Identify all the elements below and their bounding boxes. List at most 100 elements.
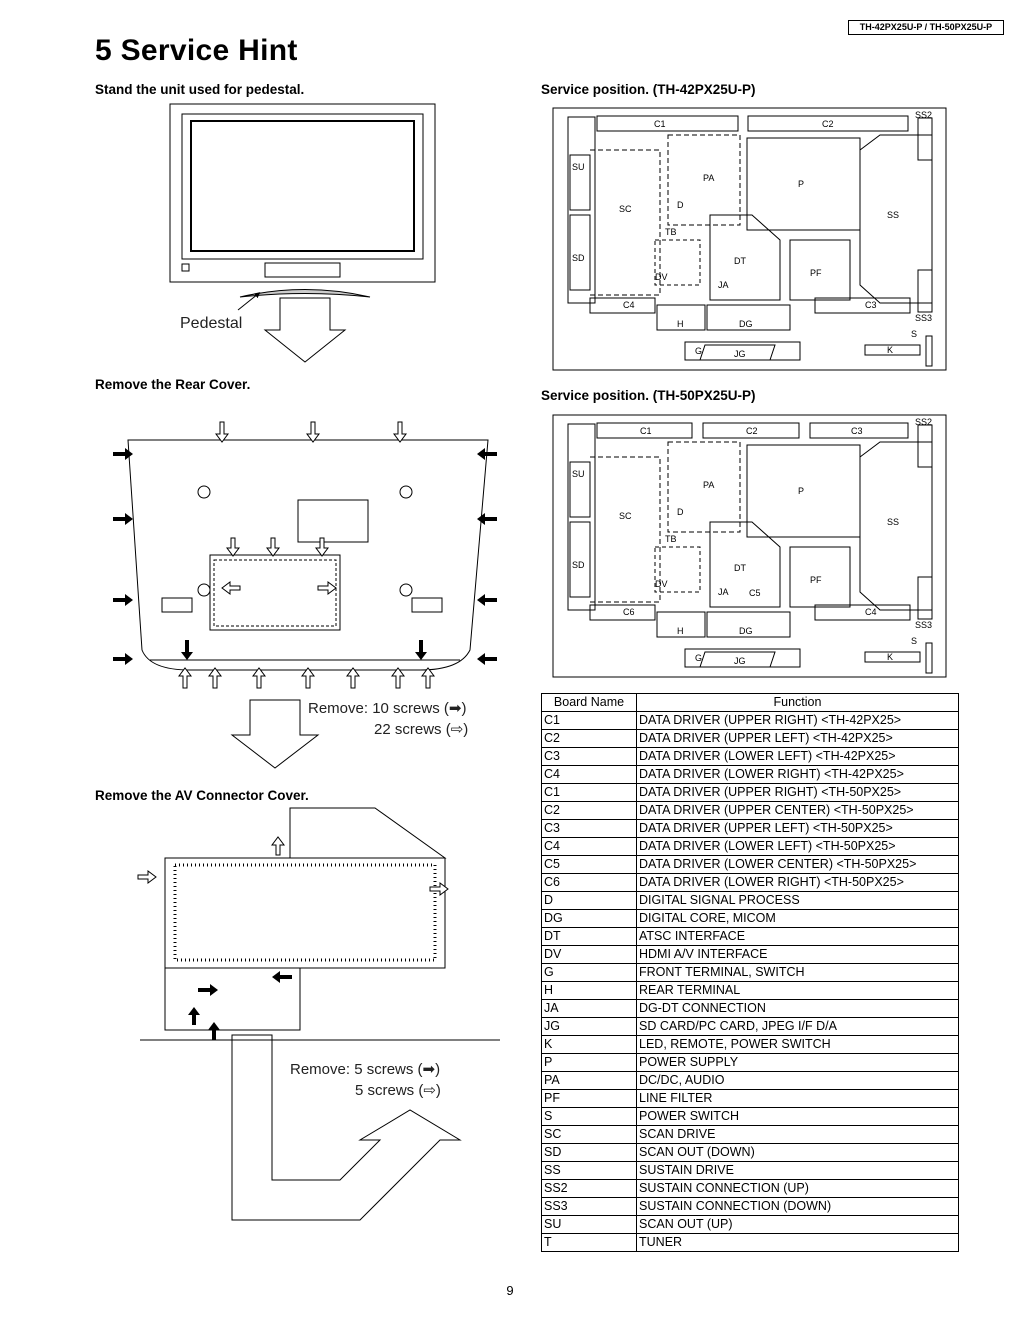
- function-cell: POWER SUPPLY: [636, 1053, 959, 1072]
- board-name-cell: D: [541, 891, 637, 910]
- av-screws-note-2: 5 screws (⇨): [355, 1082, 441, 1099]
- board-label: SU: [572, 162, 585, 172]
- board-label: C6: [623, 607, 635, 617]
- board-label: S: [911, 329, 917, 339]
- board-name-cell: C4: [541, 837, 637, 856]
- board-label: C1: [640, 426, 652, 436]
- board-label: K: [887, 652, 893, 662]
- service-50-heading: Service position. (TH-50PX25U-P): [541, 388, 756, 403]
- board-label: C2: [746, 426, 758, 436]
- board-label: SS2: [915, 417, 932, 427]
- board-name-cell: G: [541, 963, 637, 982]
- table-header-row: Board Name Function: [541, 693, 959, 712]
- board-label: H: [677, 319, 684, 329]
- function-cell: DATA DRIVER (LOWER LEFT) <TH-50PX25>: [636, 837, 959, 856]
- board-label: PF: [810, 575, 822, 585]
- function-cell: DIGITAL CORE, MICOM: [636, 909, 959, 928]
- board-name-cell: C2: [541, 801, 637, 820]
- tv-front-drawing: [169, 103, 436, 363]
- board-label: SC: [619, 511, 632, 521]
- board-name-cell: C1: [541, 711, 637, 730]
- board-name-cell: C4: [541, 765, 637, 784]
- board-name-cell: JG: [541, 1017, 637, 1036]
- board-label: C3: [865, 300, 877, 310]
- board-label: C5: [749, 588, 761, 598]
- board-name-cell: S: [541, 1107, 637, 1126]
- board-label: PA: [703, 173, 714, 183]
- board-label: TB: [665, 534, 677, 544]
- board-name-cell: SC: [541, 1125, 637, 1144]
- function-cell: SUSTAIN CONNECTION (DOWN): [636, 1197, 959, 1216]
- board-label: D: [677, 200, 684, 210]
- board-label: G: [695, 653, 702, 663]
- board-label: SS3: [915, 620, 932, 630]
- board-label: G: [695, 346, 702, 356]
- board-label: SC: [619, 204, 632, 214]
- down-arrow: [230, 699, 320, 769]
- board-layout-50: C1 C2 C3 SS2 SU SC PA P SS D TB SD DT PF…: [552, 414, 947, 678]
- function-cell: SUSTAIN CONNECTION (UP): [636, 1179, 959, 1198]
- board-name-cell: K: [541, 1035, 637, 1054]
- board-label: JG: [734, 349, 746, 359]
- function-cell: DATA DRIVER (UPPER RIGHT) <TH-42PX25>: [636, 711, 959, 730]
- service-42-heading: Service position. (TH-42PX25U-P): [541, 82, 756, 97]
- board-label: SD: [572, 560, 585, 570]
- board-name-cell: SS: [541, 1161, 637, 1180]
- rear-cover-drawing: [127, 439, 489, 671]
- board-label: PA: [703, 480, 714, 490]
- board-label: P: [798, 179, 804, 189]
- board-name-cell: P: [541, 1053, 637, 1072]
- board-label: SS: [887, 210, 899, 220]
- board-name-cell: H: [541, 981, 637, 1000]
- board-label: DV: [655, 272, 668, 282]
- board-label: D: [677, 507, 684, 517]
- board-name-cell: DV: [541, 945, 637, 964]
- board-name-cell: SS2: [541, 1179, 637, 1198]
- av-cover-heading: Remove the AV Connector Cover.: [95, 788, 309, 803]
- board-name-cell: PF: [541, 1089, 637, 1108]
- board-label: SD: [572, 253, 585, 263]
- function-cell: DATA DRIVER (UPPER LEFT) <TH-42PX25>: [636, 729, 959, 748]
- board-name-cell: SD: [541, 1143, 637, 1162]
- function-cell: TUNER: [636, 1233, 959, 1252]
- board-name-cell: C3: [541, 747, 637, 766]
- function-cell: DATA DRIVER (UPPER RIGHT) <TH-50PX25>: [636, 783, 959, 802]
- board-name-cell: SU: [541, 1215, 637, 1234]
- board-label: SU: [572, 469, 585, 479]
- board-label: S: [911, 636, 917, 646]
- av-screws-note-1: Remove: 5 screws (➡): [290, 1061, 440, 1078]
- function-cell: LED, REMOTE, POWER SWITCH: [636, 1035, 959, 1054]
- board-label: C4: [623, 300, 635, 310]
- board-name-cell: DG: [541, 909, 637, 928]
- function-cell: DATA DRIVER (LOWER RIGHT) <TH-50PX25>: [636, 873, 959, 892]
- board-label: DV: [655, 579, 668, 589]
- board-name-cell: C1: [541, 783, 637, 802]
- function-cell: DATA DRIVER (LOWER CENTER) <TH-50PX25>: [636, 855, 959, 874]
- board-label: JA: [718, 280, 729, 290]
- board-name-cell: DT: [541, 927, 637, 946]
- board-label: SS2: [915, 110, 932, 120]
- board-label: C1: [654, 119, 666, 129]
- screw-arrows-black: [113, 448, 497, 665]
- board-label: DG: [739, 319, 753, 329]
- col-header-function: Function: [636, 693, 959, 712]
- board-layout-42: C1 C2 SS2 SU SC PA P SS D TB SD DT PF DV…: [552, 107, 947, 371]
- screw-arrows-white: [178, 421, 435, 689]
- board-label: PF: [810, 268, 822, 278]
